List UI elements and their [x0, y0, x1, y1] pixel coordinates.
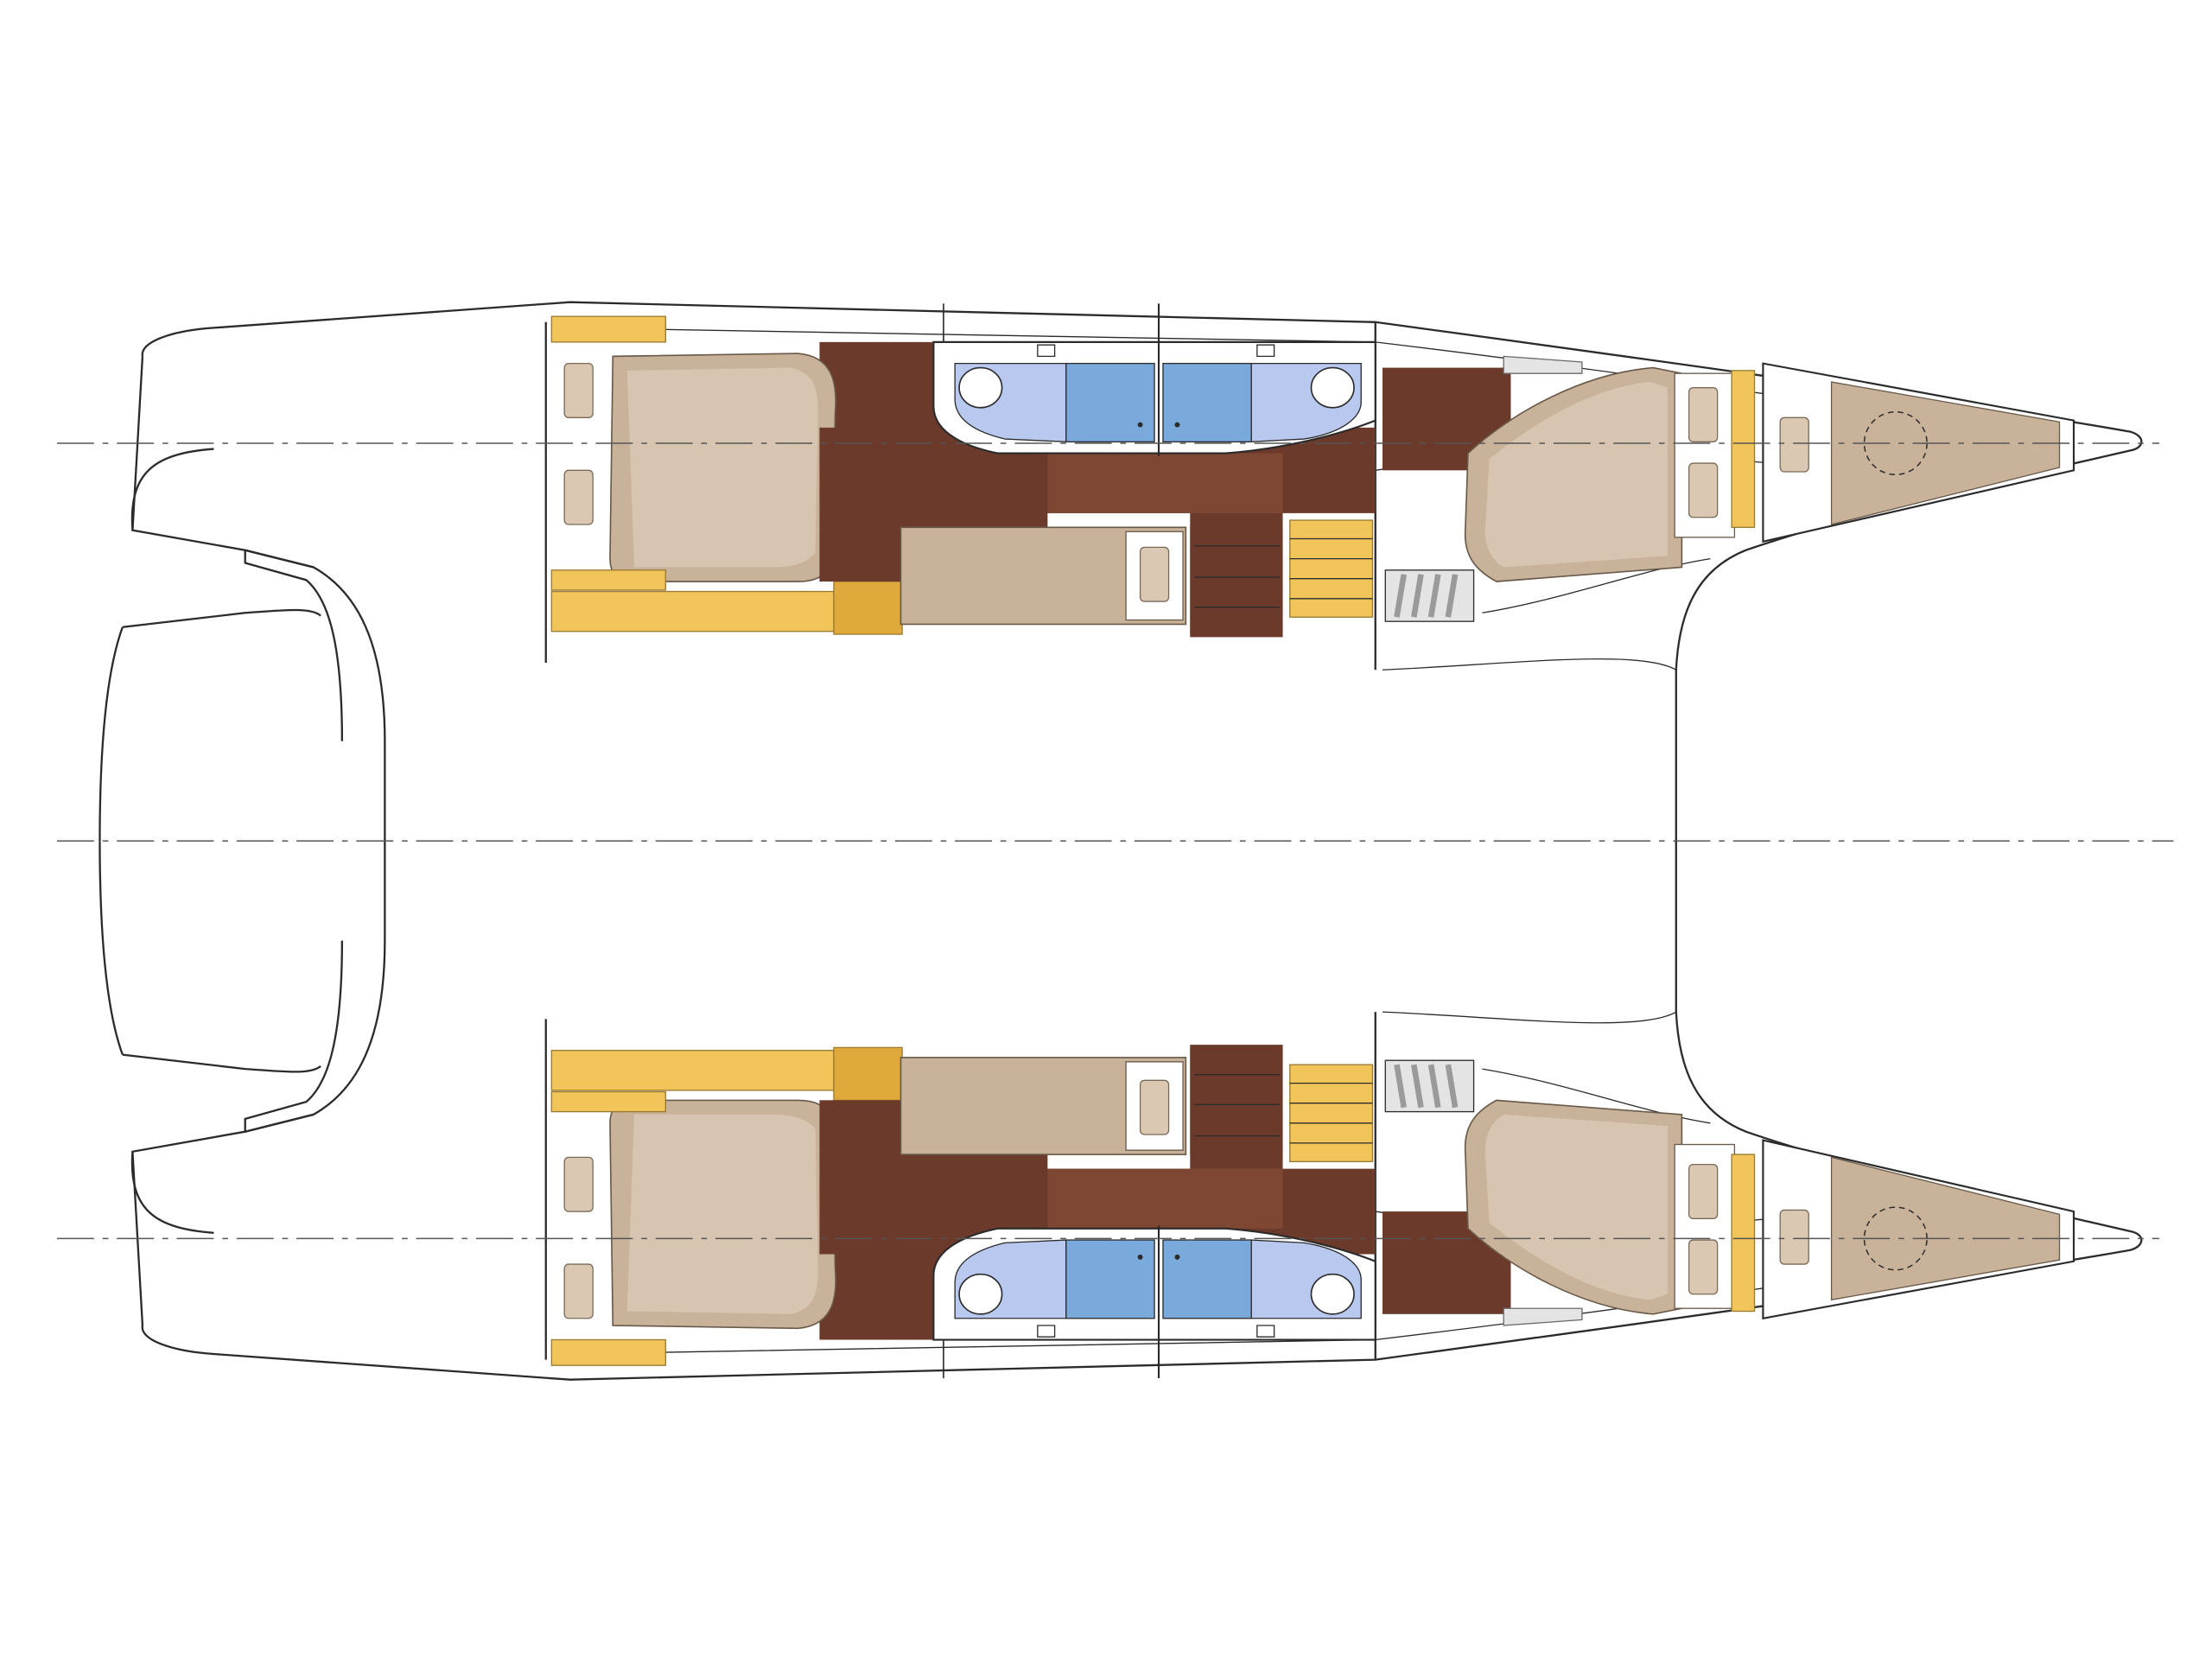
- hull-stern-top: [131, 356, 386, 842]
- sink-icon: [1256, 344, 1275, 358]
- starboard-hull-interior: [99, 841, 2141, 1380]
- galley-counter-yellow: [833, 581, 903, 635]
- cockpit-curve-top: [99, 626, 124, 842]
- transom-step-top: [130, 448, 214, 531]
- sink-icon: [1037, 344, 1056, 358]
- stair-floor: [1190, 512, 1283, 638]
- door-knob-icon: [1137, 422, 1143, 428]
- door-knob-icon: [1174, 422, 1180, 428]
- aft-cabin-pillow-1: [563, 362, 594, 418]
- aft-cabin-locker-yellow: [550, 315, 666, 343]
- helm-steps-yellow: [1289, 519, 1374, 618]
- fwd-cabin-pillow-1: [1688, 387, 1719, 442]
- fwd-cabin-pillow-2: [1688, 462, 1719, 518]
- aft-cabin-bench-yellow: [550, 590, 835, 632]
- forward-trampoline-top: [1482, 557, 1711, 613]
- corridor-floor-2: [1047, 453, 1283, 513]
- head-1-shower: [1065, 362, 1155, 442]
- toilet-icon: [958, 366, 1003, 409]
- fwd-cabin-shelf-yellow: [1731, 370, 1756, 528]
- aft-cabin-pillow-2: [563, 469, 594, 525]
- aft-cabin-shelf-yellow: [550, 569, 666, 591]
- bridgedeck-aft-edge-top: [244, 549, 344, 741]
- vent-slats: [1394, 574, 1459, 618]
- forepeak-pillow: [1779, 416, 1809, 473]
- saloon-front-top: [1382, 658, 1677, 671]
- forepeak-locker: [1830, 381, 2061, 525]
- aft-cabin-berth-shade: [626, 367, 818, 568]
- fwd-cabin-berth-shade: [1484, 382, 1668, 568]
- head-2-shower: [1162, 362, 1252, 442]
- mid-berth-pillow: [1139, 546, 1170, 602]
- toilet-icon: [1310, 366, 1355, 409]
- fwd-cabin-locker-grey: [1503, 355, 1583, 374]
- hull-outline-top: [141, 301, 2143, 842]
- cockpit-edge-top: [122, 608, 321, 628]
- port-hull-interior: [99, 301, 2143, 842]
